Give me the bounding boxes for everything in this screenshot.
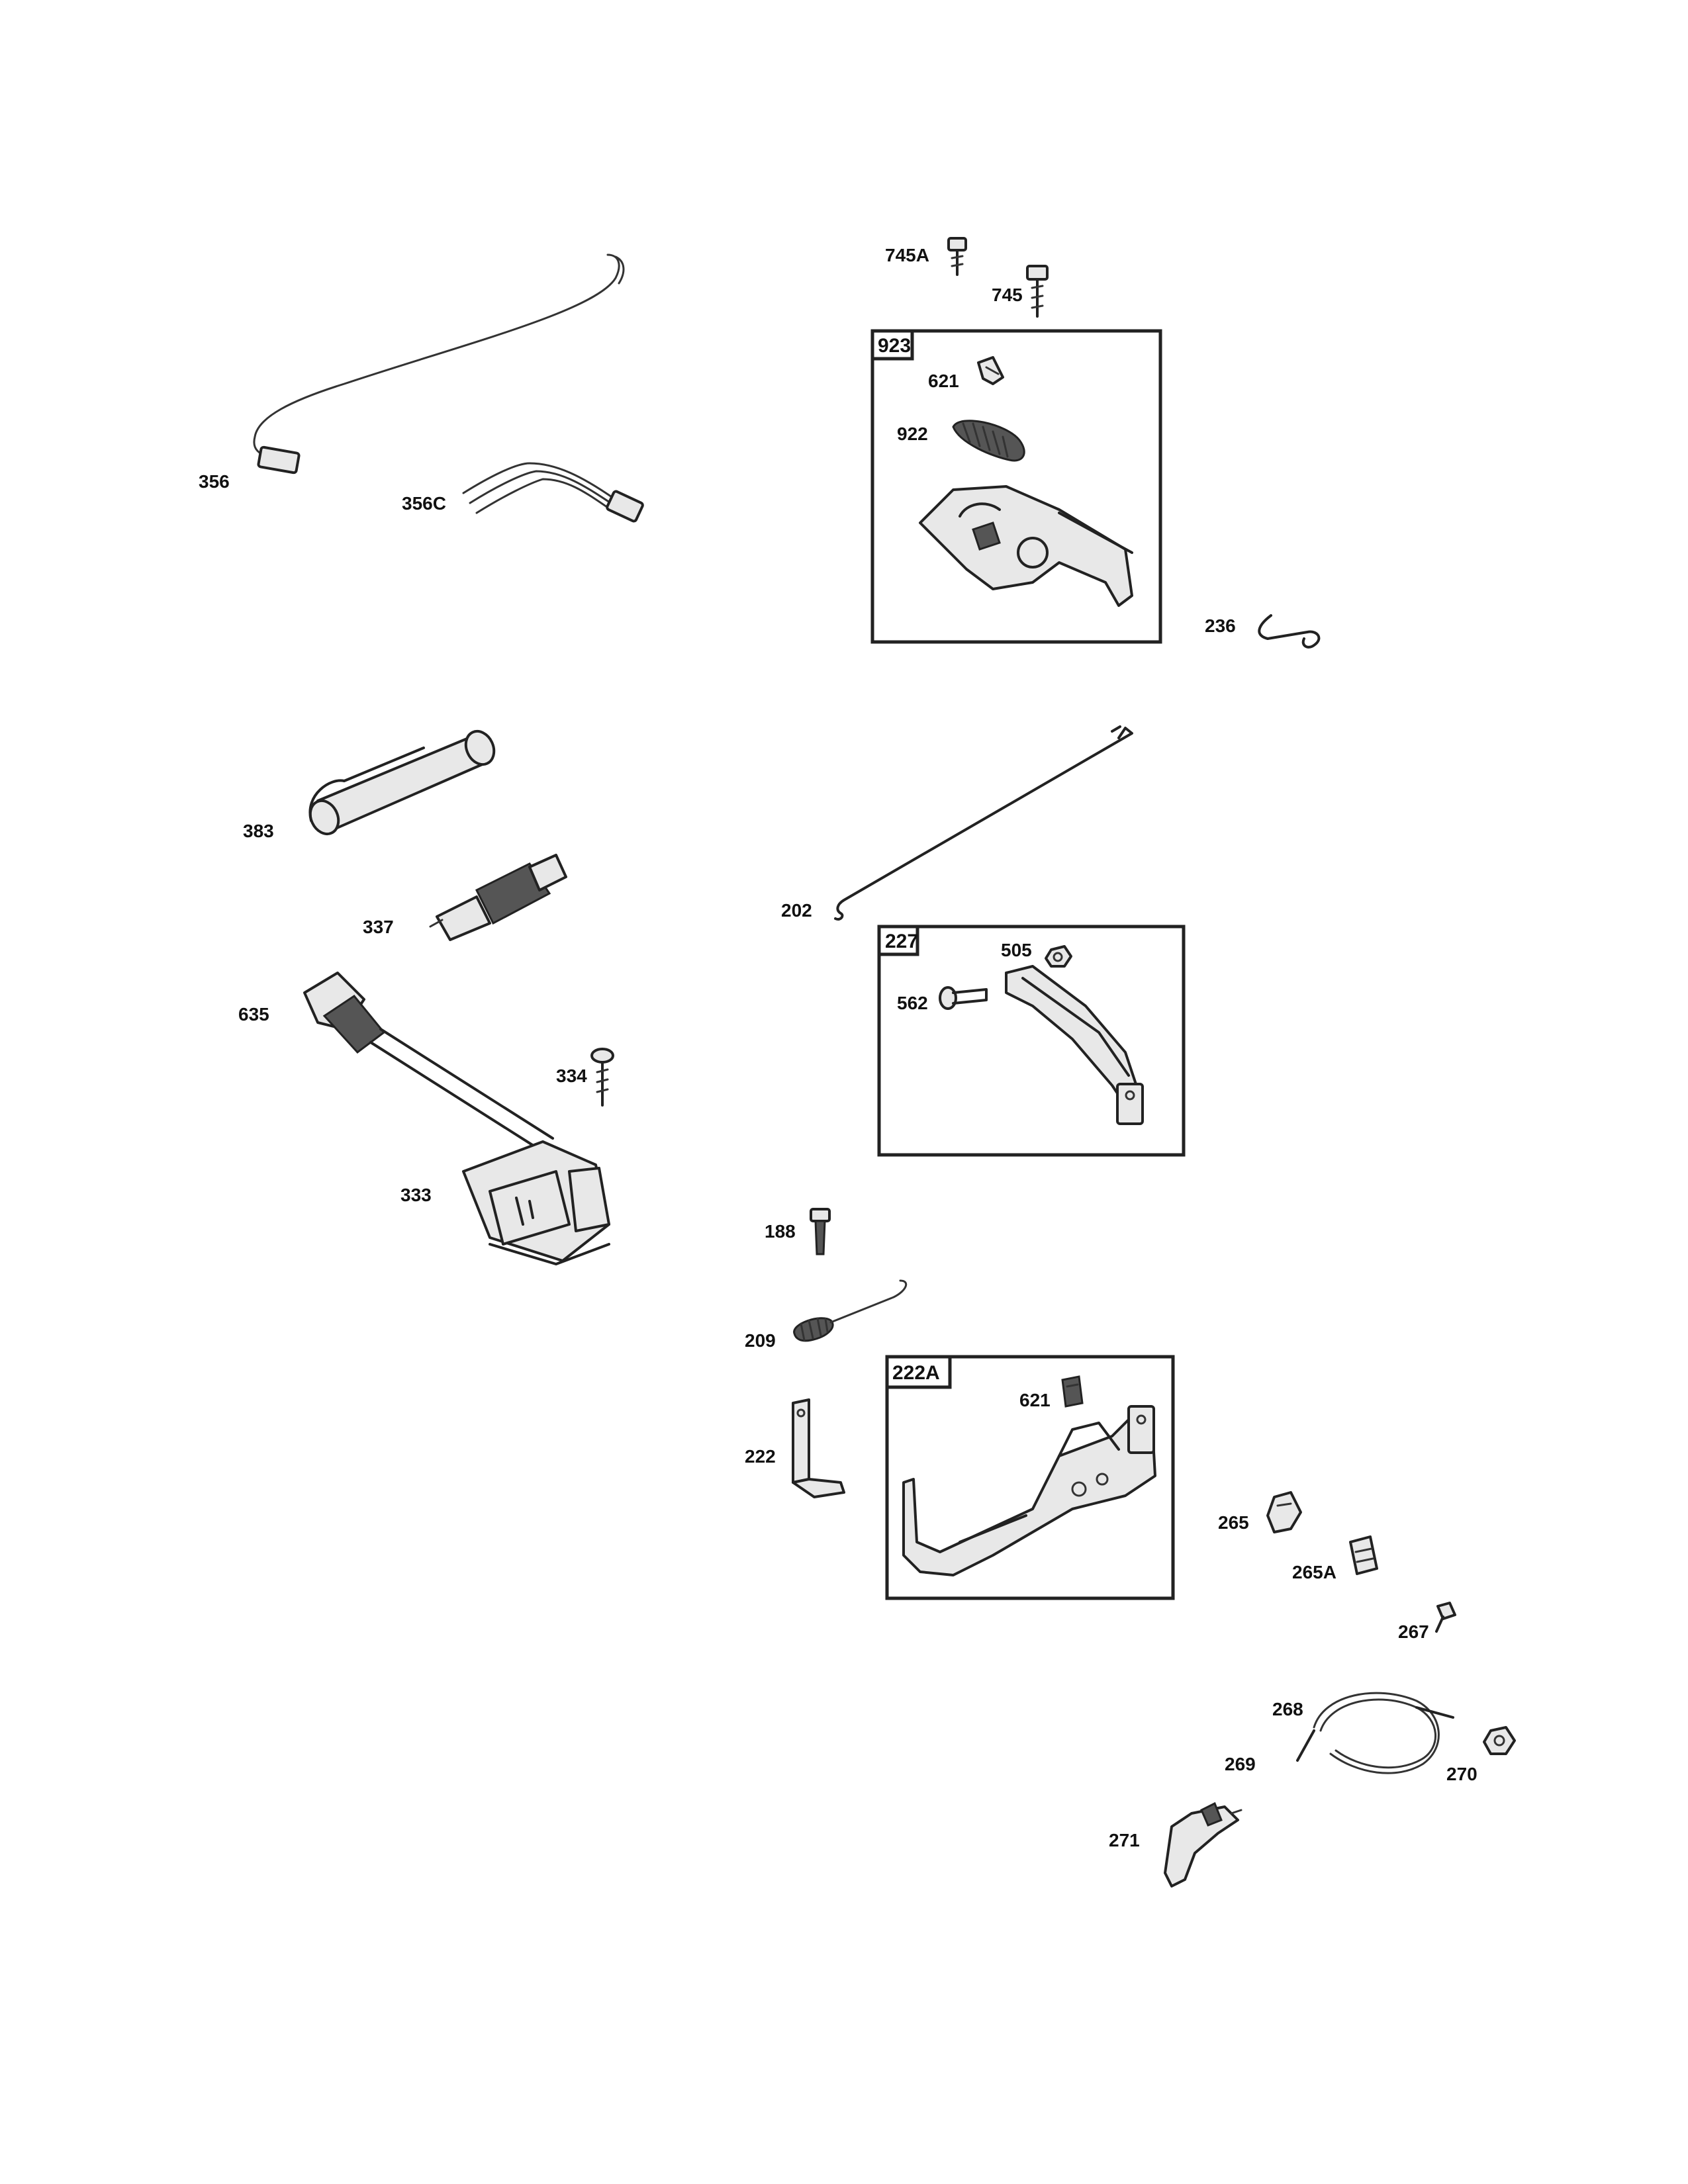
label-745: 745	[992, 285, 1023, 305]
part-923-control-bracket[interactable]	[919, 485, 1133, 607]
label-271: 271	[1109, 1830, 1140, 1850]
part-635-spark-boot[interactable]	[303, 972, 554, 1153]
part-271-choke-lever[interactable]	[1164, 1801, 1243, 1888]
label-188: 188	[765, 1221, 796, 1242]
label-383: 383	[243, 821, 274, 841]
label-635: 635	[238, 1004, 269, 1024]
label-562: 562	[897, 993, 928, 1013]
part-236-link[interactable]	[1258, 614, 1321, 649]
part-209-governor-spring[interactable]	[793, 1279, 908, 1342]
label-923: 923	[878, 335, 911, 357]
label-356: 356	[199, 471, 230, 492]
part-922-spring[interactable]	[952, 420, 1025, 462]
label-621-upper: 621	[928, 371, 959, 391]
part-267-screw[interactable]	[1435, 1602, 1456, 1633]
label-270: 270	[1446, 1764, 1477, 1784]
label-222a: 222A	[892, 1362, 940, 1384]
label-333: 333	[400, 1185, 432, 1205]
part-227-governor-lever[interactable]	[1005, 965, 1144, 1125]
label-236: 236	[1205, 615, 1236, 636]
label-334: 334	[556, 1066, 587, 1086]
label-356c: 356C	[402, 493, 446, 514]
label-621-lower: 621	[1019, 1390, 1051, 1410]
part-268-cable[interactable]	[1313, 1692, 1454, 1774]
part-356c-wire-harness[interactable]	[462, 462, 644, 523]
part-222a-control-bracket[interactable]	[902, 1405, 1156, 1576]
label-745a: 745A	[885, 245, 929, 265]
part-202-governor-rod[interactable]	[834, 725, 1133, 921]
label-209: 209	[745, 1330, 776, 1351]
part-562-pin[interactable]	[939, 986, 988, 1010]
label-337: 337	[363, 917, 394, 937]
part-188-screw[interactable]	[810, 1208, 831, 1255]
part-270-nut[interactable]	[1483, 1726, 1516, 1755]
label-265a: 265A	[1292, 1562, 1336, 1582]
label-222: 222	[745, 1446, 776, 1467]
part-269-cable-end[interactable]	[1296, 1729, 1315, 1762]
label-269: 269	[1225, 1754, 1256, 1774]
part-265[interactable]	[1266, 1491, 1302, 1533]
label-922: 922	[897, 424, 928, 444]
kit-222a-box[interactable]	[885, 1355, 1175, 1600]
part-745a-bolt[interactable]	[947, 237, 967, 276]
part-222-bracket[interactable]	[792, 1398, 845, 1498]
label-268: 268	[1272, 1699, 1303, 1719]
label-227: 227	[885, 931, 918, 952]
label-265: 265	[1218, 1512, 1249, 1533]
part-265a[interactable]	[1349, 1535, 1378, 1575]
kit-227-box[interactable]	[877, 925, 1186, 1157]
part-621-clip-lower[interactable]	[1061, 1375, 1084, 1408]
part-337-spark-plug[interactable]	[429, 854, 567, 941]
part-621-clip-upper[interactable]	[977, 356, 1004, 385]
label-505: 505	[1001, 940, 1032, 960]
part-333-ignition-armature[interactable]	[462, 1140, 610, 1265]
label-202: 202	[781, 900, 812, 921]
part-745-bolt[interactable]	[1026, 265, 1049, 318]
part-505-nut[interactable]	[1045, 945, 1072, 968]
kit-923-box[interactable]	[870, 329, 1162, 644]
part-334-screw[interactable]	[590, 1048, 614, 1107]
part-383-spark-plug-wrench[interactable]	[305, 727, 499, 839]
part-356-ground-wire[interactable]	[253, 253, 625, 475]
label-267: 267	[1398, 1621, 1429, 1642]
